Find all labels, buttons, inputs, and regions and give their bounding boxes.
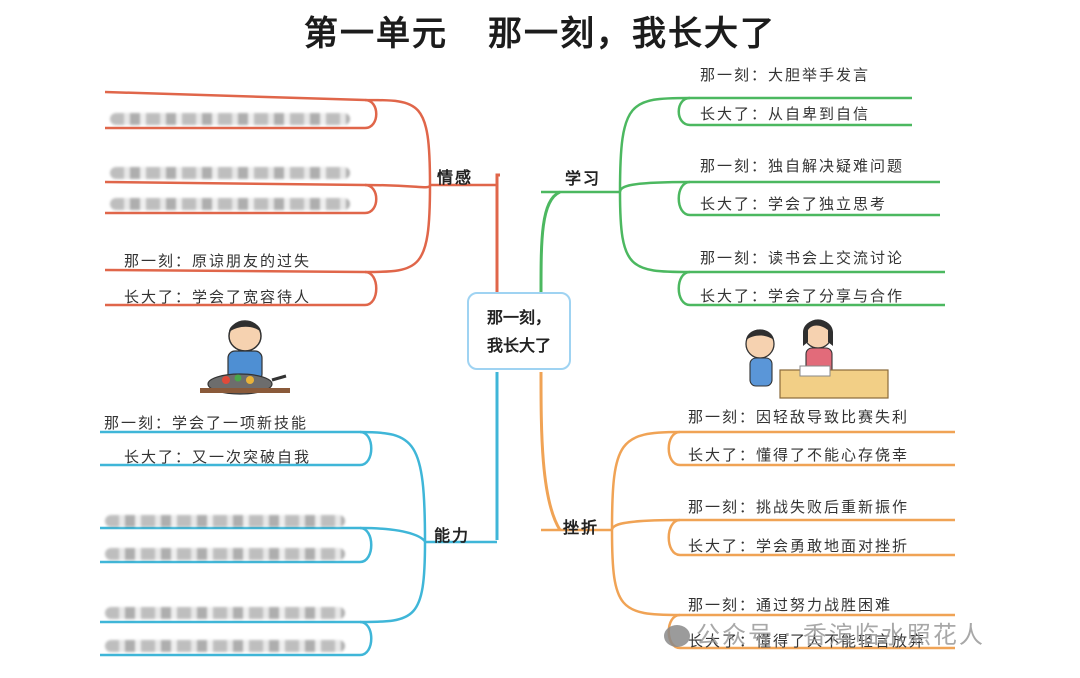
title-unit: 第一单元	[304, 14, 448, 54]
central-topic-line2: 我长大了	[486, 336, 551, 355]
emotion-grown-3: 长大了：学会了宽容待人	[124, 288, 312, 306]
study-grown-3: 长大了：学会了分享与合作	[700, 287, 905, 305]
setback-grown-2: 长大了：学会勇敢地面对挫折	[688, 537, 910, 555]
branch-emotion: 情感	[437, 168, 474, 187]
central-topic: 那一刻， 我长大了	[467, 292, 571, 370]
study-connectors	[541, 96, 945, 307]
wechat-icon	[664, 625, 690, 647]
central-topic-line1: 那一刻，	[486, 308, 551, 327]
branch-study: 学习	[565, 169, 602, 188]
setback-moment-2: 那一刻：挑战失败后重新振作	[688, 498, 910, 516]
studying-kids-illustration	[745, 319, 889, 399]
obscured-text	[110, 113, 350, 125]
obscured-text	[105, 607, 345, 619]
study-moment-3: 那一刻：读书会上交流讨论	[700, 249, 905, 267]
ability-connectors	[100, 430, 497, 657]
trunk-emotion	[495, 173, 500, 292]
page-title: 第一单元那一刻，我长大了	[0, 6, 1080, 55]
obscured-text	[105, 548, 345, 560]
emotion-moment-3: 那一刻：原谅朋友的过失	[124, 252, 312, 270]
study-moment-1: 那一刻：大胆举手发言	[700, 66, 871, 84]
branch-ability: 能力	[434, 526, 471, 545]
ability-grown-1: 长大了：又一次突破自我	[124, 448, 312, 466]
title-theme: 那一刻，我长大了	[488, 14, 776, 54]
watermark-text: 公众号 · 香滨临水照花人	[696, 621, 985, 649]
trunk-study	[539, 190, 561, 293]
watermark: 公众号 · 香滨临水照花人	[664, 615, 985, 650]
branch-setback: 挫折	[563, 518, 600, 537]
setback-grown-3: 长大了：懂得了人不能轻言放弃	[688, 632, 927, 650]
setback-grown-1: 长大了：懂得了不能心存侥幸	[688, 446, 910, 464]
study-grown-2: 长大了：学会了独立思考	[700, 195, 888, 213]
obscured-text	[105, 515, 345, 527]
obscured-text	[110, 198, 350, 210]
setback-moment-3: 那一刻：通过努力战胜困难	[688, 596, 893, 614]
ability-moment-1: 那一刻：学会了一项新技能	[104, 414, 309, 432]
obscured-text	[105, 640, 345, 652]
trunk-setback	[539, 371, 562, 531]
study-grown-1: 长大了：从自卑到自信	[700, 105, 871, 123]
obscured-text	[110, 167, 350, 179]
emotion-connectors	[104, 90, 497, 307]
study-moment-2: 那一刻：独自解决疑难问题	[700, 157, 905, 175]
cooking-boy-illustration	[200, 320, 290, 395]
setback-moment-1: 那一刻：因轻敌导致比赛失利	[688, 408, 910, 426]
